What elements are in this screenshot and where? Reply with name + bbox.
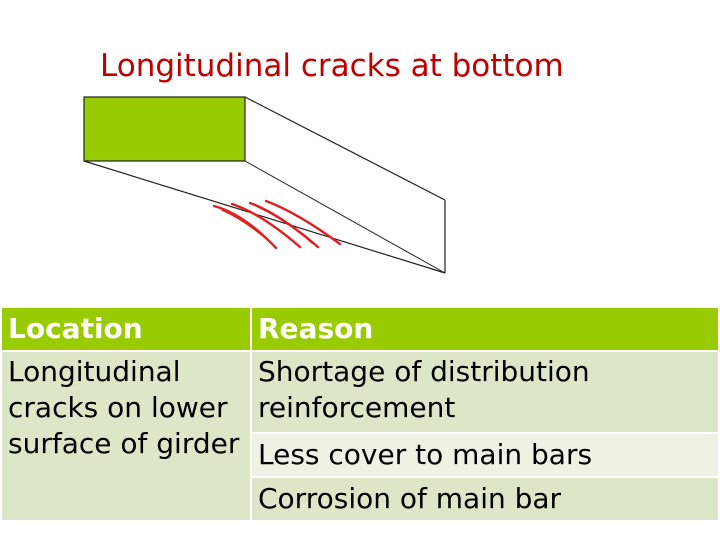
location-cell: Longitudinal cracks on lower surface of …	[2, 352, 250, 520]
crack-mark	[264, 199, 342, 246]
beam-inner-edge	[244, 160, 446, 274]
crack-marks	[212, 199, 342, 250]
slide-title: Longitudinal cracks at bottom	[100, 48, 564, 84]
table-row: Corrosion of main bar	[2, 478, 718, 520]
reason-cell: Shortage of distribution reinforcement	[252, 352, 718, 432]
crack-mark	[221, 209, 273, 245]
table-row: Less cover to main bars	[2, 434, 718, 476]
crack-mark	[230, 202, 302, 249]
girder-diagram	[83, 96, 446, 274]
reason-cell: Less cover to main bars	[252, 434, 718, 476]
beam-bottom-edge	[83, 160, 446, 274]
table-row: Longitudinal cracks on lower surface of …	[2, 352, 718, 520]
beam-top-edge	[244, 96, 446, 201]
table-header-row: Location Reason	[2, 308, 718, 350]
crack-mark	[257, 206, 313, 244]
crack-mark	[212, 204, 278, 250]
reason-cell: Corrosion of main bar	[252, 478, 718, 520]
header-reason: Reason	[252, 308, 718, 350]
header-location: Location	[2, 308, 250, 350]
cause-table: Location Reason Longitudinal cracks on l…	[0, 306, 720, 522]
beam-end-face	[83, 96, 246, 162]
